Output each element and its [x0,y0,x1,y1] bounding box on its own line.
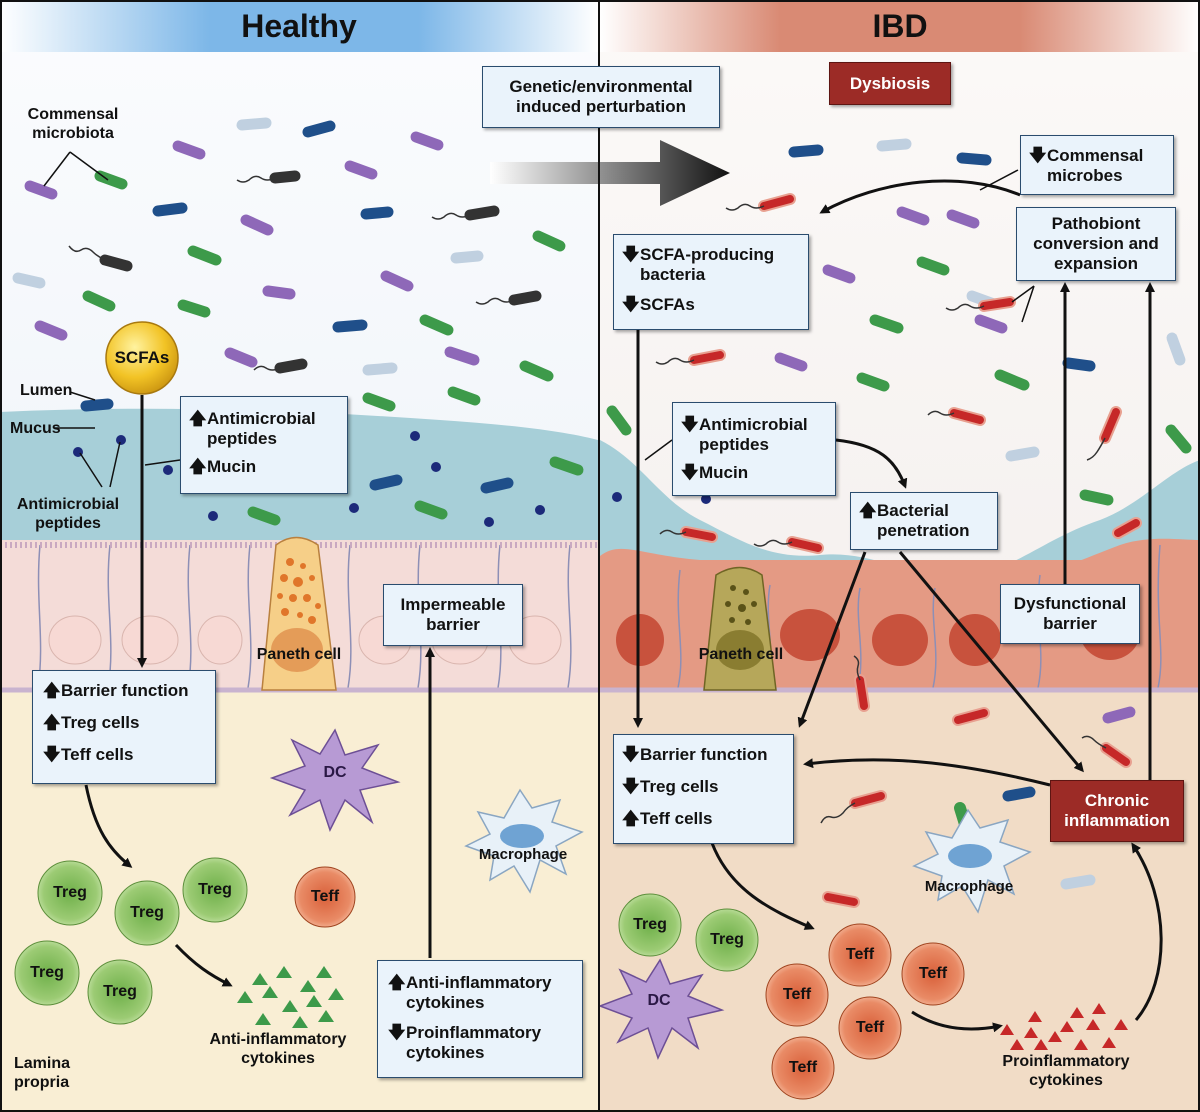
down-arrow-icon: 🡇 [43,745,61,764]
paneth-cell-healthy-label: Paneth cell [256,646,342,663]
antimicrobial-peptides-label: Antimicrobial peptides [16,496,120,532]
lamina-propria-label: Lamina propria [14,1055,71,1091]
scfas-label: SCFAs [114,348,170,367]
down-arrow-icon: 🡇 [681,415,699,434]
ibd-header-band [600,0,1200,52]
dc-healthy-label: DC [323,764,347,781]
teff-cells-up-text: Teff cells [640,809,713,828]
ibd-bacteria [606,138,1192,890]
down-arrow-icon: 🡇 [622,777,640,796]
perturbation-arrow [490,140,730,206]
dc-ibd-label: DC [647,992,671,1009]
up-arrow-icon: 🡅 [388,973,406,992]
macrophage-ibd [912,808,1032,914]
ibd-amp-box: 🡇Antimicrobial peptides 🡇Mucin [672,402,836,496]
treg-label: Treg [198,881,232,898]
treg-label: Treg [130,904,164,921]
up-arrow-icon: 🡅 [859,501,877,520]
ibd-flagella [655,203,1107,824]
healthy-tcells [14,857,356,1025]
chronic-inflammation-box: Chronic inflammation [1050,780,1184,842]
teff-label: Teff [855,1019,885,1036]
treg-label: Treg [103,983,137,1000]
dysfunctional-barrier-box: Dysfunctional barrier [1000,584,1140,644]
healthy-barrier-box: 🡅Barrier function 🡅Treg cells 🡇Teff cell… [32,670,216,784]
up-arrow-icon: 🡅 [189,409,207,428]
treg-cells-up-text: Treg cells [61,713,140,732]
up-arrow-icon: 🡅 [622,809,640,828]
healthy-cytokines-box: 🡅Anti-inflammatory cytokines 🡇Proinflamm… [377,960,583,1078]
dc-cell-ibd [597,958,725,1061]
down-arrow-icon: 🡇 [622,745,640,764]
up-arrow-icon: 🡅 [189,457,207,476]
perturbation-box: Genetic/environmental induced perturbati… [482,66,720,128]
treg-label: Treg [633,916,667,933]
treg-label: Treg [710,931,744,948]
healthy-nuclei [48,615,562,665]
down-arrow-icon: 🡇 [622,245,640,264]
paneth-cell-ibd [703,566,777,691]
paneth-cell-healthy [261,536,337,691]
teff-label: Teff [782,986,812,1003]
teff-label: Teff [310,888,340,905]
anti-inflammatory-cytokines-label: Anti-inflammatory cytokines [209,1031,347,1067]
scfa-molecule [105,321,179,395]
healthy-header-band [0,0,598,52]
healthy-amp-box: 🡅Antimicrobial peptides 🡅Mucin [180,396,348,494]
bacterial-penetration-up-text: Bacterial penetration [877,501,970,540]
healthy-flagella [68,175,515,371]
barrier-function-down-text: Barrier function [640,745,768,764]
up-arrow-icon: 🡅 [43,713,61,732]
ibd-barrier-box: 🡇Barrier function 🡇Treg cells 🡅Teff cell… [613,734,794,844]
proinflammatory-down-text: Proinflammatory cytokines [406,1023,542,1062]
down-arrow-icon: 🡇 [1029,146,1047,165]
treg-cells-down-text: Treg cells [640,777,719,796]
impermeable-barrier-box: Impermeable barrier [383,584,523,646]
pathobiont-box: Pathobiont conversion and expansion [1016,207,1176,281]
barrier-function-up-text: Barrier function [61,681,189,700]
ibd-tcells [618,893,965,1100]
down-arrow-icon: 🡇 [681,463,699,482]
scfa-producing-down-text: SCFA-producing bacteria [640,245,775,284]
teff-label: Teff [845,946,875,963]
amp-down-text: Antimicrobial peptides [699,415,808,454]
lumen-label: Lumen [20,382,73,399]
anti-inflammatory-up-text: Anti-inflammatory cytokines [406,973,552,1012]
mucus-label: Mucus [10,420,61,437]
teff-label: Teff [918,965,948,982]
proinflammatory-cytokines-label: Proinflammatory cytokines [1002,1053,1130,1089]
teff-cells-down-text: Teff cells [61,745,134,764]
down-arrow-icon: 🡇 [388,1023,406,1042]
healthy-header: Healthy [241,7,357,44]
scfas-down-text: SCFAs [640,295,695,314]
proinflammatory-cytokine-triangles [1000,1003,1128,1050]
ibd-header: IBD [872,7,928,44]
treg-label: Treg [53,884,87,901]
healthy-bacteria [12,117,584,526]
anti-inflammatory-cytokine-triangles [237,966,344,1028]
treg-label: Treg [30,964,64,981]
macrophage-healthy-label: Macrophage [478,846,568,863]
dc-cell-healthy [269,728,401,832]
scfa-producing-box: 🡇SCFA-producing bacteria 🡇SCFAs [613,234,809,330]
commensal-microbes-box: 🡇Commensal microbes [1020,135,1174,195]
up-arrow-icon: 🡅 [43,681,61,700]
macrophage-ibd-label: Macrophage [924,878,1014,895]
ibd-amp-dots [612,492,711,504]
down-arrow-icon: 🡇 [622,295,640,314]
paneth-cell-ibd-label: Paneth cell [698,646,784,663]
dysbiosis-label: Dysbiosis [829,62,951,105]
mucin-down-text: Mucin [699,463,749,482]
commensal-microbiota-label: Commensal microbiota [27,106,119,142]
mucin-up-text: Mucin [207,457,257,476]
bacterial-penetration-box: 🡅Bacterial penetration [850,492,998,550]
commensal-microbes-down-text: Commensal microbes [1047,146,1144,185]
macrophage-healthy [464,788,584,894]
teff-label: Teff [788,1059,818,1076]
amp-up-text: Antimicrobial peptides [207,409,316,448]
